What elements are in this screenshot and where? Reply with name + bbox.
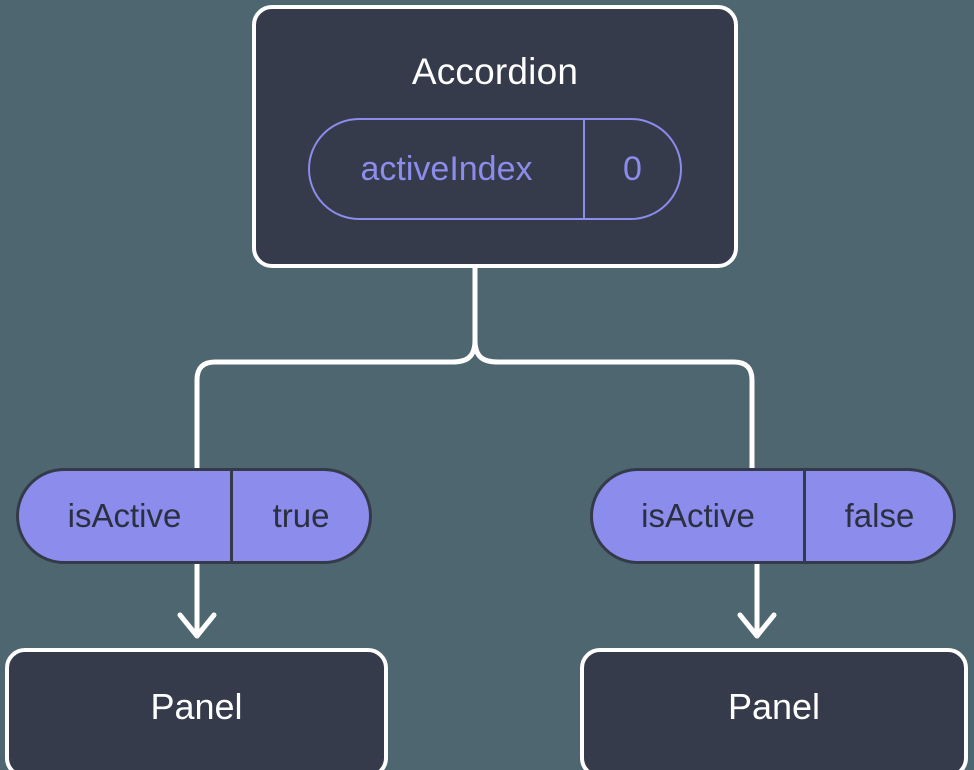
arrow-head-right <box>737 612 777 639</box>
accordion-node[interactable]: Accordion <box>252 5 738 268</box>
panel-node-left[interactable]: Panel <box>5 648 388 770</box>
state-pill-right-key: isActive <box>593 471 806 561</box>
accordion-prop-pill[interactable]: activeIndex 0 <box>308 118 682 220</box>
state-pill-right[interactable]: isActive false <box>590 468 956 564</box>
arrow-head-left <box>177 612 217 639</box>
panel-node-right[interactable]: Panel <box>580 648 968 770</box>
state-pill-right-value: false <box>844 497 915 534</box>
state-pill-left-key: isActive <box>19 471 233 561</box>
panel-left-label: Panel <box>150 686 243 727</box>
panel-right-label: Panel <box>727 686 821 727</box>
connector-branch-left <box>194 339 478 468</box>
accordion-prop-value: 0 <box>623 149 642 188</box>
accordion-title: Accordion <box>411 51 579 92</box>
connector-branch-right <box>472 339 755 468</box>
accordion-prop-key: activeIndex <box>310 120 585 218</box>
state-pill-left-value: true <box>272 497 330 534</box>
state-pill-left[interactable]: isActive true <box>16 468 372 564</box>
